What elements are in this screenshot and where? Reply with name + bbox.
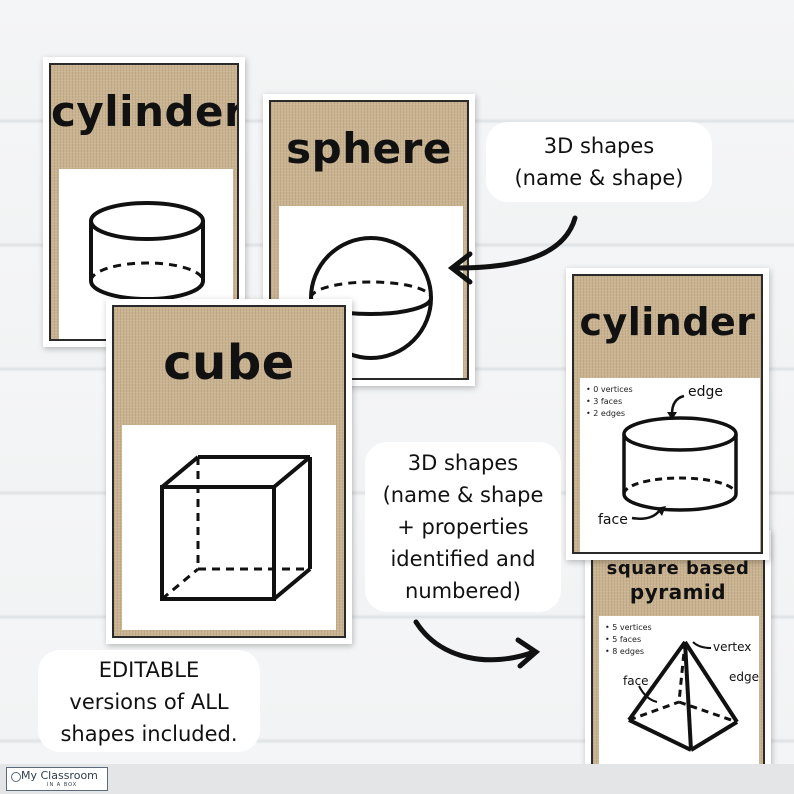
card-sphere-title: sphere xyxy=(286,124,452,173)
card-cylinder-back: cylinder xyxy=(43,57,245,347)
cube-drawing xyxy=(160,455,312,601)
card-cylinder-props-inner: cylinder 0 vertices 3 faces 2 edges xyxy=(572,274,763,554)
callout-top-line: (name & shape) xyxy=(514,166,684,190)
card-cube-panel xyxy=(122,425,336,630)
callout-bottom-line: shapes included. xyxy=(60,722,238,746)
cylinder-drawing xyxy=(89,201,205,301)
callout-top: 3D shapes (name & shape) xyxy=(486,122,712,202)
pyramid-property: 5 vertices xyxy=(605,622,651,634)
card-cube-title: cube xyxy=(163,335,295,391)
callout-middle: 3D shapes (name & shape + properties ide… xyxy=(365,442,561,612)
card-cylinder-props: cylinder 0 vertices 3 faces 2 edges xyxy=(566,268,769,560)
logo-icon xyxy=(11,772,21,782)
card-cube-inner: cube xyxy=(112,305,346,638)
card-cylinder-props-title: cylinder xyxy=(579,300,756,344)
card-sphere-inner: sphere xyxy=(269,100,469,380)
card-cylinder-back-inner: cylinder xyxy=(49,63,239,341)
pyramid-face-label: face xyxy=(623,674,649,688)
cylinder-edge-label: edge xyxy=(688,384,723,400)
card-cylinder-back-title: cylinder xyxy=(51,87,239,136)
callout-middle-line: + properties xyxy=(397,515,529,539)
pyramid-vertex-label: vertex xyxy=(713,640,752,654)
callout-middle-line: 3D shapes xyxy=(407,451,519,475)
callout-bottom: EDITABLE versions of ALL shapes included… xyxy=(38,650,260,752)
cylinder-properties: 0 vertices 3 faces 2 edges xyxy=(586,384,633,420)
callout-bottom-line: EDITABLE xyxy=(98,658,200,682)
cylinder-property: 2 edges xyxy=(586,408,633,420)
card-pyramid-inner: square based pyramid 5 vertices 5 faces … xyxy=(591,536,765,774)
pyramid-properties: 5 vertices 5 faces 8 edges xyxy=(605,622,652,658)
brand-logo: My Classroom IN A BOX xyxy=(6,767,108,791)
pyramid-drawing xyxy=(627,640,739,752)
card-pyramid-panel: 5 vertices 5 faces 8 edges xyxy=(599,616,759,772)
pyramid-property: 8 edges xyxy=(605,646,652,658)
callout-middle-line: identified and xyxy=(390,547,536,571)
card-sphere: sphere xyxy=(263,94,475,386)
card-pyramid-title: pyramid xyxy=(629,580,727,604)
pyramid-edge-label: edge xyxy=(729,670,759,684)
card-cylinder-props-panel: 0 vertices 3 faces 2 edges edge face xyxy=(580,378,760,552)
cylinder-face-label: face xyxy=(598,512,628,528)
cylinder-property: 0 vertices xyxy=(586,384,632,396)
logo-line1: My Classroom xyxy=(21,769,98,782)
callout-bottom-line: versions of ALL xyxy=(69,690,229,714)
card-pyramid-title-partial: square based xyxy=(606,558,750,579)
footer-bar xyxy=(0,764,794,794)
pyramid-property: 5 faces xyxy=(605,634,652,646)
callout-middle-line: numbered) xyxy=(405,579,521,603)
cylinder-property: 3 faces xyxy=(586,396,633,408)
card-pyramid: square based pyramid 5 vertices 5 faces … xyxy=(585,530,771,780)
logo-line2: IN A BOX xyxy=(47,782,78,788)
card-cube: cube xyxy=(106,299,352,644)
callout-top-line: 3D shapes xyxy=(543,134,655,158)
callout-middle-line: (name & shape xyxy=(382,483,544,507)
cylinder-props-drawing xyxy=(622,394,738,520)
